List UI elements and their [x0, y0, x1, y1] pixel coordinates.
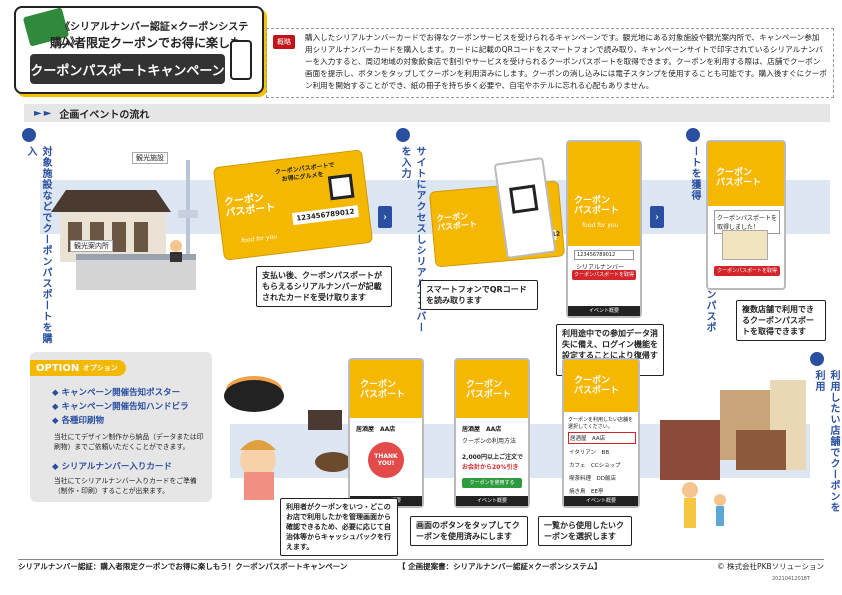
acquire-button-2[interactable]: クーポンパスポートを取得: [714, 266, 780, 276]
double-arrow-icon: ►►: [34, 107, 54, 119]
card2-brand: クーポン パスポート: [435, 211, 478, 233]
phone-screen-yellow: クーポン パスポート: [564, 360, 638, 412]
option-item-4-text: シリアルナンバー入りカード: [61, 462, 172, 472]
next-arrow-icon: ›: [378, 206, 392, 228]
step-marker: [686, 128, 700, 142]
phone-food: food for you: [582, 222, 619, 229]
phoneB-brand: クーポン パスポート: [466, 380, 512, 400]
phone-screen-yellow: クーポン パスポート food for you: [568, 142, 640, 246]
option-item-4: ◆ シリアルナンバー入りカード: [52, 462, 172, 472]
food-illustration: [218, 350, 351, 500]
option-text-2: 当社にてシリアルナンバー入りカードをご準備（制作・印刷）することが出来ます。: [54, 477, 197, 495]
phone-use-coupon: クーポン パスポート 居酒屋 AA店 クーポンの利用方法 2,000円以上ご注文…: [454, 358, 530, 508]
qr-code-icon: [509, 184, 539, 214]
event-summary-button[interactable]: イベント概要: [456, 496, 528, 506]
caption-step2: スマートフォンでQRコードを読み取ります: [420, 280, 538, 310]
footer-mid: 【 企画提案書：シリアルナンバー認証×クーポンシステム】: [398, 562, 602, 571]
option-item-1: ◆ キャンペーン開催告知ポスター: [52, 388, 181, 398]
footer-left: シリアルナンバー認証：購入者限定クーポンでお得に楽しもう！クーポンパスポートキャ…: [18, 562, 348, 571]
side-label-step1: 対象施設などでクーポンパスポートを購入: [25, 146, 51, 344]
option-item-1-text: キャンペーン開催告知ポスター: [61, 388, 181, 398]
section-title: 企画イベントの流れ: [59, 109, 150, 121]
summary-box: 概略 購入したシリアルナンバーカードでお得なクーポンサービスを受けられるキャンペ…: [266, 28, 834, 98]
header-badge: 《シリアルナンバー認証×クーポンシステム》 購入者限定クーポンでお得に楽しもう！…: [14, 6, 264, 94]
phoneA-shop: 居酒屋 AA店: [356, 426, 396, 433]
serial-label: シリアルナンバー: [576, 264, 624, 271]
serial-card: クーポンパスポートで お得にグルメを クーポン パスポート 1234567890…: [212, 149, 374, 261]
serial-input[interactable]: 123456789012: [574, 250, 634, 260]
phone-used-coupon: クーポン パスポート 居酒屋 AA店 THANK YOU! イベント概要: [348, 358, 424, 508]
summary-tag: 概略: [273, 35, 295, 49]
list-head: クーポンを利用したい店舗を選択してください。: [568, 417, 634, 430]
qr-code-icon: [327, 173, 355, 201]
header-line1: 《シリアルナンバー認証×クーポンシステム》: [60, 22, 249, 48]
section-bar: ►► 企画イベントの流れ: [24, 104, 830, 122]
step-marker: [810, 352, 824, 366]
side-label-step4: 利用したい店舗でクーポンを利用: [813, 370, 839, 513]
phoneB-offer2: お会計から20%引き: [462, 464, 519, 471]
list-item[interactable]: 喫茶料理 DD飯店: [569, 476, 616, 482]
event-summary-button[interactable]: イベント概要: [568, 306, 640, 316]
caption-step4a: 利用者がクーポンをいつ・どこのお店で利用したかを管理画面から確認できるため、必要…: [280, 498, 398, 556]
label-facility: 観光施設: [132, 152, 168, 164]
phone-screen-yellow: クーポン パスポート: [708, 142, 784, 206]
phoneB-shop: 居酒屋 AA店: [462, 426, 502, 433]
caption-step4b: 画面のボタンをタップしてクーポンを使用済みにします: [410, 516, 528, 546]
phoneB-offer: 2,000円以上ご注文で: [462, 454, 523, 461]
next-arrow-icon: ›: [650, 206, 664, 228]
phoneC-brand: クーポン パスポート: [574, 376, 620, 396]
phoneB-howto: クーポンの利用方法: [462, 438, 517, 445]
header-title: クーポンパスポートキャンペーン: [30, 54, 225, 84]
side-label-step2: サイトにアクセスしシリアルナンバーを入力: [399, 146, 425, 333]
step-marker: [396, 128, 410, 142]
document-code: 20210412018T: [772, 576, 811, 582]
phone-coupon-list: クーポン パスポート クーポンを利用したい店舗を選択してください。 居酒屋 AA…: [562, 358, 640, 508]
footer: シリアルナンバー認証：購入者限定クーポンでお得に楽しもう！クーポンパスポートキャ…: [18, 559, 824, 573]
option-title-text: OPTION: [36, 362, 80, 374]
list-item[interactable]: 居酒屋 AA店: [568, 432, 636, 444]
town-illustration: [650, 380, 810, 530]
phoneA-brand: クーポン パスポート: [360, 380, 406, 400]
passport-stack-icon: [722, 230, 768, 260]
phone-screen-yellow: クーポン パスポート: [456, 360, 528, 418]
thank-you-stamp: THANK YOU!: [368, 442, 404, 478]
option-title: OPTION オプション: [30, 360, 126, 376]
phone-brand: クーポン パスポート: [574, 196, 620, 216]
caption-step4c: 一覧から使用したいクーポンを選択します: [538, 516, 632, 546]
label-info-center: 観光案内所: [70, 240, 113, 252]
option-box: OPTION オプション ◆ キャンペーン開催告知ポスター ◆ キャンペーン開催…: [30, 352, 212, 502]
card-brand: クーポン パスポート: [223, 192, 276, 220]
step-marker: [22, 128, 36, 142]
summary-text: 購入したシリアルナンバーカードでお得なクーポンサービスを受けられるキャンペーンで…: [305, 33, 827, 90]
option-item-2: ◆ キャンペーン開催告知ハンドビラ: [52, 402, 189, 412]
caption-step1: 支払い後、クーポンパスポートがもらえるシリアルナンバーが記載されたカードを受け取…: [256, 266, 392, 307]
option-item-2-text: キャンペーン開催告知ハンドビラ: [61, 402, 189, 412]
list-item[interactable]: 焼き鳥 EE亭: [569, 489, 604, 495]
card-serial: 123456789012: [291, 205, 359, 226]
phone-passport: クーポン パスポート クーポンパスポートを取得しました！ クーポンパスポートを取…: [706, 140, 786, 290]
caption-step3: 複数店舗で利用できるクーポンパスポートを取得できます: [736, 300, 826, 341]
phone-serial-input: クーポン パスポート food for you シリアルナンバー 1234567…: [566, 140, 642, 318]
option-text-1: 当社にてデザイン制作から納品（データまたは印刷物）までご依頼いただくことができま…: [54, 433, 204, 451]
list-item[interactable]: カフェ CCショップ: [569, 463, 621, 469]
event-summary-button[interactable]: イベント概要: [564, 496, 638, 506]
acquire-button[interactable]: クーポンパスポートを取得: [572, 270, 636, 280]
phone3-brand: クーポン パスポート: [716, 168, 762, 188]
footer-right: © 株式会社PKBソリューション: [717, 562, 824, 571]
use-coupon-button[interactable]: クーポンを使用する: [462, 478, 522, 488]
option-item-3-text: 各種印刷物: [61, 416, 105, 426]
option-item-3: ◆ 各種印刷物: [52, 416, 105, 426]
list-item[interactable]: イタリアン BB: [569, 450, 610, 456]
phone-screen-yellow: クーポン パスポート: [350, 360, 422, 418]
coupon-list: 居酒屋 AA店 イタリアン BB カフェ CCショップ 喫茶料理 DD飯店 焼き…: [568, 432, 636, 496]
tourist-facility-illustration: [46, 150, 206, 300]
card-foot: food for you: [240, 233, 278, 245]
phone-icon: [230, 40, 252, 80]
option-subtitle: オプション: [82, 364, 118, 372]
